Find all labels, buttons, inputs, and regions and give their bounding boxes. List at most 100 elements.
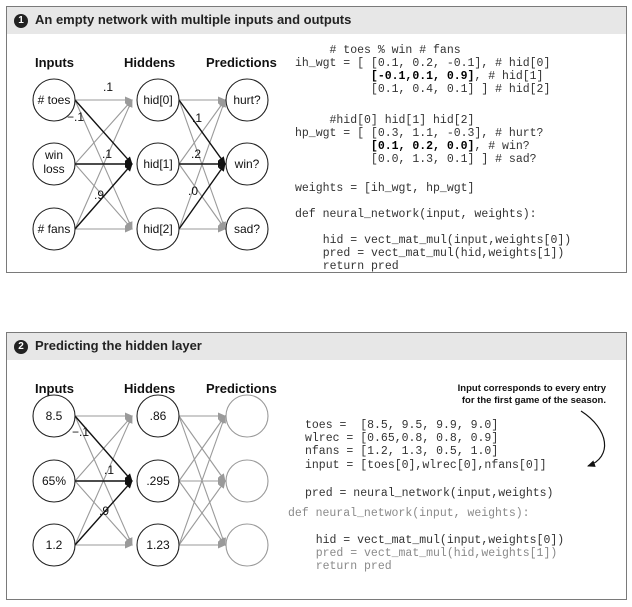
hidden-node [136,207,180,251]
input-node-label: 8.5 [46,409,63,423]
code-line: # toes % win # fans [295,44,461,57]
input-node-label: 65% [42,474,66,488]
hidden-node-label: 1.23 [146,538,170,552]
code-line: hid = vect_mat_mul(input,weights[0]) [295,534,565,547]
panel-header: 1 An empty network with multiple inputs … [7,7,626,34]
column-label-inputs: Inputs [35,381,74,396]
code-line: , # hid[1] [474,70,544,83]
edge-ih-highlight [74,163,133,230]
code-line: , # win? [474,140,530,153]
code-line-bold: [-0.1,0.1, 0.9] [295,70,475,83]
weight-label: .1 [192,111,202,125]
step-badge: 2 [14,340,28,354]
column-label-hiddens: Hiddens [124,381,176,396]
panel-predicting-hidden: 2 Predicting the hidden layer Inputs Hid… [6,332,627,600]
code-line: nfans = [1.2, 1.3, 0.5, 1.0] [305,445,499,458]
output-node [225,142,269,186]
code-def: def neural_network(input, weights): [295,208,537,221]
hidden-node [136,142,180,186]
column-label-predictions: Predictions [206,381,277,396]
code-weights: weights = [ih_wgt, hp_wgt] [295,182,475,195]
panel-empty-network: 1 An empty network with multiple inputs … [6,6,627,273]
weight-label: .1 [102,147,112,161]
code-line: [0.1, 0.4, 0.1] ] # hid[2] [295,83,551,96]
output-node [225,78,269,122]
output-node-empty [225,523,269,567]
step-badge: 1 [14,14,28,28]
input-node-label: # fans [38,222,71,236]
output-node-empty [225,459,269,503]
weight-label: .2 [191,147,201,161]
code-line: hp_wgt = [ [0.3, 1.1, -0.3], # hurt? [295,127,544,140]
input-node-label: # toes [38,93,71,107]
weight-label: .9 [99,504,109,518]
code-line-faded: pred = vect_mat_mul(hid,weights[1]) [295,547,558,560]
code-data-arrays: toes = [8.5, 9.5, 9.9, 9.0] wlrec = [0.6… [305,419,498,458]
annotation-arrow [580,410,605,467]
edge-hp-highlight [178,99,226,165]
weight-label: .0 [188,184,198,198]
code-body: hid = vect_mat_mul(input,weights[0]) pre… [295,534,564,573]
code-line: toes = [8.5, 9.5, 9.9, 9.0] [305,419,499,432]
hidden-node-label: .86 [150,409,167,423]
weight-label: −.1 [72,425,89,439]
input-node [32,459,76,503]
edge-ih-highlight [74,99,133,165]
code-input: input = [toes[0],wlrec[0],nfans[0]] [305,459,547,472]
column-label-inputs: Inputs [35,55,74,70]
code-line: #hid[0] hid[1] hid[2] [295,114,475,127]
hidden-node [136,523,180,567]
curved-arrow [580,410,605,467]
edge-hp [178,415,226,546]
code-ih-weights: # toes % win # fans ih_wgt = [ [0.1, 0.2… [295,44,550,96]
annotation-note: Input corresponds to every entry for the… [458,383,606,407]
panel-title: An empty network with multiple inputs an… [35,12,352,27]
code-line: wlrec = [0.65,0.8, 0.8, 0.9] [305,432,499,445]
edge-ih-highlight [74,415,133,482]
input-node [32,78,76,122]
code-line: hid = vect_mat_mul(input,weights[0]) [302,234,572,247]
column-label-predictions: Predictions [206,55,277,70]
edge-ih-highlight [74,480,133,546]
code-line: [0.0, 1.3, 0.1] ] # sad? [295,153,537,166]
network-diagram: −.1 .1 .9 8.5 65% 1.2 .86 .295 1.23 [32,394,269,567]
output-node-label: hurt? [233,93,261,107]
hidden-node [136,394,180,438]
code-def: def neural_network(input, weights): [288,507,530,520]
input-node [32,394,76,438]
weight-label: .9 [94,188,104,202]
code-hp-weights: #hid[0] hid[1] hid[2] hp_wgt = [ [0.3, 1… [295,114,543,166]
input-node [32,142,76,186]
input-node-label: 1.2 [46,538,63,552]
output-node-empty [225,394,269,438]
hidden-node-label: hid[0] [143,93,172,107]
edge-hp [178,415,226,482]
code-body: hid = vect_mat_mul(input,weights[0]) pre… [302,234,571,273]
edge-hp [178,480,226,546]
hidden-node [136,459,180,503]
note-line: Input corresponds to every entry [457,383,606,394]
hidden-node-label: .295 [146,474,170,488]
hidden-node-label: hid[2] [143,222,172,236]
input-node-label-line2: loss [43,162,64,176]
output-node-label: sad? [234,222,260,236]
code-pred: pred = neural_network(input,weights) [305,487,554,500]
panel-header: 2 Predicting the hidden layer [7,333,626,360]
input-node-label-line1: win [44,148,63,162]
weight-label: −.1 [67,110,84,124]
code-line: pred = vect_mat_mul(hid,weights[1]) [302,247,565,260]
column-label-hiddens: Hiddens [124,55,176,70]
panel-title: Predicting the hidden layer [35,338,202,353]
code-line: return pred [302,260,399,273]
weight-label: .1 [104,463,114,477]
code-line-faded: return pred [295,560,392,573]
note-line: for the first game of the season. [461,395,606,406]
input-node [32,207,76,251]
code-line: ih_wgt = [ [0.1, 0.2, -0.1], # hid[0] [295,57,551,70]
output-node-label: win? [234,157,260,171]
edge-hp-highlight [178,163,226,230]
input-node [32,523,76,567]
hidden-node-label: hid[1] [143,157,172,171]
network-diagram: .1 −.1 .1 .9 .1 .2 .0 # toes win loss # … [32,78,269,251]
code-line-bold: [0.1, 0.2, 0.0] [295,140,475,153]
